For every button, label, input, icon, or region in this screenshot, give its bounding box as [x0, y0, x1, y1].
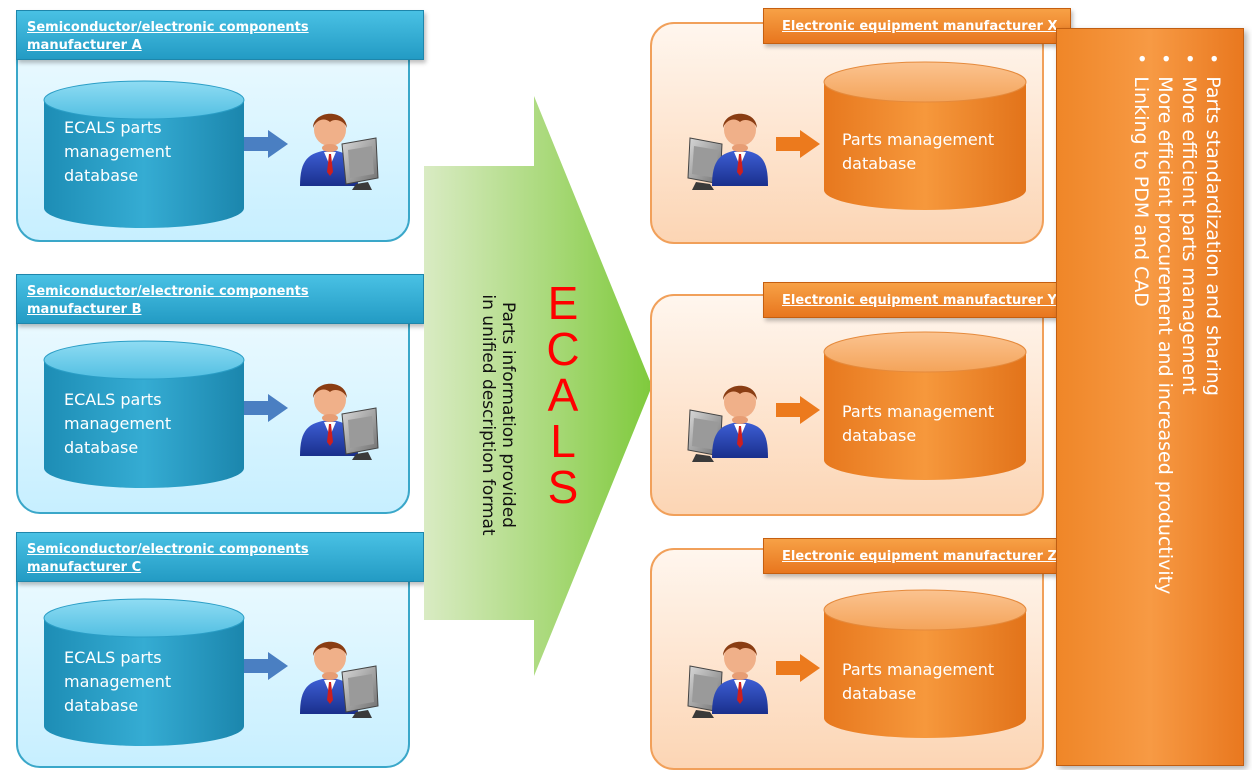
- manufacturer-y-database-icon: [823, 331, 1027, 480]
- arrow-right-icon: [776, 654, 820, 682]
- ecals-caption-line: Parts information provided: [498, 302, 518, 528]
- ecals-letter: L: [550, 415, 576, 467]
- manufacturer-y-db-label: Parts management database: [842, 402, 995, 445]
- ecals-caption-line: in unified description format: [478, 294, 498, 536]
- supplier-b-db-label: ECALS parts management database: [64, 390, 172, 457]
- supplier-a-database-icon: [43, 80, 245, 228]
- ecals-letter: C: [546, 323, 580, 375]
- arrow-right-icon: [244, 652, 288, 680]
- supplier-b-title: Semiconductor/electronic components manu…: [27, 284, 309, 317]
- benefit-item: More efficient procurement and increased…: [1153, 53, 1177, 747]
- arrow-right-icon: [244, 394, 288, 422]
- arrow-right-icon: [776, 396, 820, 424]
- manufacturer-z-tag: Electronic equipment manufacturer Z: [763, 538, 1071, 574]
- supplier-b-tag: Semiconductor/electronic components manu…: [16, 274, 424, 324]
- person-at-computer-icon: [286, 100, 384, 190]
- ecals-letter: E: [547, 277, 579, 329]
- supplier-a-tag: Semiconductor/electronic components manu…: [16, 10, 424, 60]
- arrow-right-icon: [776, 130, 820, 158]
- ecals-title: E C A L S: [542, 280, 584, 510]
- manufacturer-z-db-label: Parts management database: [842, 660, 995, 703]
- supplier-c-title: Semiconductor/electronic components manu…: [27, 542, 309, 575]
- manufacturer-y-tag: Electronic equipment manufacturer Y: [763, 282, 1071, 318]
- ecals-flow-arrow: [424, 96, 652, 676]
- person-at-computer-icon: [286, 370, 384, 460]
- benefit-item: More efficient parts management: [1177, 53, 1201, 747]
- person-at-computer-icon: [682, 372, 780, 462]
- arrow-right-icon: [244, 130, 288, 158]
- person-at-computer-icon: [286, 628, 384, 718]
- person-at-computer-icon: [682, 100, 780, 190]
- benefits-list: Parts standardization and sharing More e…: [1075, 47, 1225, 747]
- supplier-b-database-icon: [43, 340, 245, 488]
- person-at-computer-icon: [682, 628, 780, 718]
- manufacturer-x-db-label: Parts management database: [842, 130, 995, 173]
- ecals-caption: Parts information provided in unified de…: [468, 270, 518, 560]
- manufacturer-z-database-icon: [823, 589, 1027, 738]
- manufacturer-x-database-icon: [823, 61, 1027, 210]
- manufacturer-x-tag: Electronic equipment manufacturer X: [763, 8, 1071, 44]
- supplier-c-db-label: ECALS parts management database: [64, 648, 172, 715]
- ecals-letter: A: [547, 369, 579, 421]
- supplier-a-db-label: ECALS parts management database: [64, 118, 172, 185]
- supplier-c-database-icon: [43, 598, 245, 746]
- benefit-item: Linking to PDM and CAD: [1129, 53, 1153, 747]
- supplier-c-tag: Semiconductor/electronic components manu…: [16, 532, 424, 582]
- benefits-banner: Parts standardization and sharing More e…: [1056, 28, 1244, 766]
- benefit-item: Parts standardization and sharing: [1201, 53, 1225, 747]
- supplier-a-title: Semiconductor/electronic components manu…: [27, 20, 309, 53]
- ecals-letter: S: [547, 461, 579, 513]
